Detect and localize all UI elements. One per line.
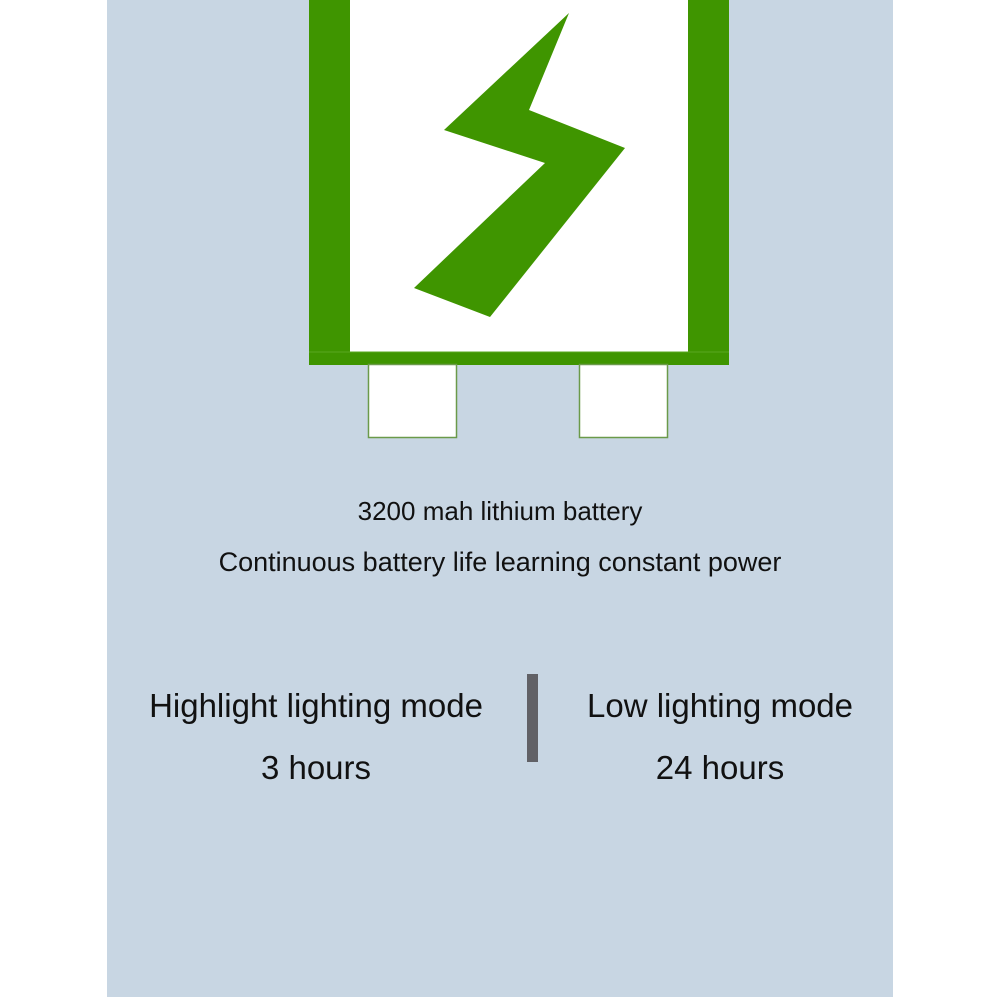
mode-divider bbox=[527, 674, 538, 762]
mode-low-duration: 24 hours bbox=[655, 749, 785, 786]
battery-life-text: Continuous battery life learning constan… bbox=[218, 547, 782, 577]
battery-interior bbox=[350, 0, 688, 352]
lightning-bolt-icon bbox=[414, 13, 625, 317]
mode-highlight-duration: 3 hours bbox=[260, 749, 372, 786]
battery-graphic bbox=[309, 0, 729, 439]
mode-highlight-label: Highlight lighting mode bbox=[149, 687, 483, 724]
mode-low-label: Low lighting mode bbox=[587, 687, 853, 724]
battery-capacity-text: 3200 mah lithium battery bbox=[357, 496, 643, 526]
battery-terminal-right bbox=[578, 363, 669, 439]
battery-bottom-wall bbox=[309, 352, 729, 365]
battery-terminal-left bbox=[367, 363, 458, 439]
battery-right-wall bbox=[688, 0, 729, 365]
battery-left-wall bbox=[309, 0, 350, 365]
